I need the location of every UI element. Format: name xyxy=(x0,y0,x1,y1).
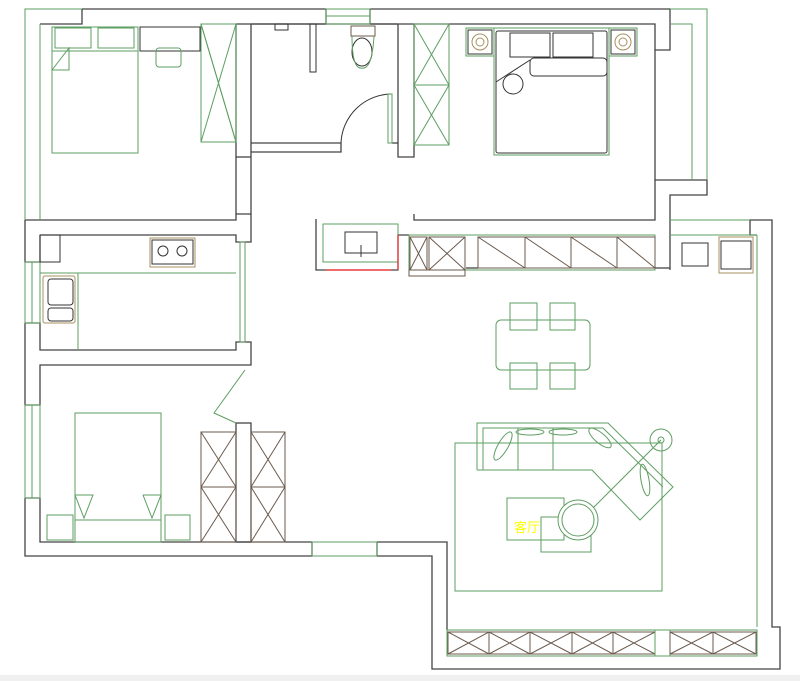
doors xyxy=(213,93,393,424)
canvas-bottom-edge xyxy=(0,675,800,681)
bathroom xyxy=(274,23,376,73)
bedroom-top-right xyxy=(413,23,638,156)
room-label-living-room: 客厅 xyxy=(514,520,540,536)
bedroom-bottom-left xyxy=(46,412,286,543)
kitchen xyxy=(39,234,236,350)
dining-set xyxy=(495,302,591,390)
cabinets-row xyxy=(408,234,754,277)
vanity xyxy=(322,223,399,271)
bottom-cabinets xyxy=(446,629,758,657)
windows xyxy=(24,8,758,627)
bedroom-top-left xyxy=(51,23,237,154)
living-room: 客厅 xyxy=(454,422,674,592)
